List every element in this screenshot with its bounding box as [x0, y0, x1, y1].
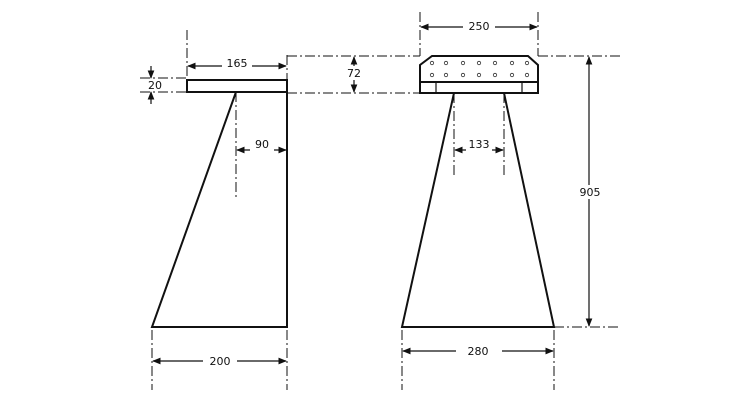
rebar-dot: [443, 72, 449, 78]
left-flange: [186, 79, 288, 93]
rebar-dot: [443, 60, 449, 66]
rebar-dot: [476, 72, 482, 78]
rebar-dot: [429, 60, 435, 66]
left-section: 165 20 90 200: [140, 30, 420, 390]
rebar-dot: [524, 72, 530, 78]
rebar-dot: [509, 72, 515, 78]
rebar-dot: [476, 60, 482, 66]
dim-label-250: 250: [469, 20, 490, 33]
rebar-dot: [460, 60, 466, 66]
dim-label-905: 905: [580, 186, 601, 199]
dim-label-72: 72: [347, 67, 361, 80]
rebar-dot: [429, 72, 435, 78]
dim-label-165: 165: [227, 57, 248, 70]
right-slab: [419, 55, 539, 83]
dim-label-280: 280: [468, 345, 489, 358]
rebar-dot: [492, 72, 498, 78]
dim-label-20: 20: [148, 79, 162, 92]
right-section: 250 72 133 905 280: [345, 12, 620, 390]
rebar-dots: [429, 60, 530, 78]
right-slab-lower-band: [419, 81, 539, 94]
rebar-dot: [492, 60, 498, 66]
left-web: [150, 91, 288, 328]
rebar-dot: [460, 72, 466, 78]
rebar-dot: [524, 60, 530, 66]
rebar-dot: [509, 60, 515, 66]
dim-label-90: 90: [255, 138, 269, 151]
dim-label-200: 200: [210, 355, 231, 368]
right-web: [400, 92, 556, 328]
dim-label-133: 133: [469, 138, 490, 151]
